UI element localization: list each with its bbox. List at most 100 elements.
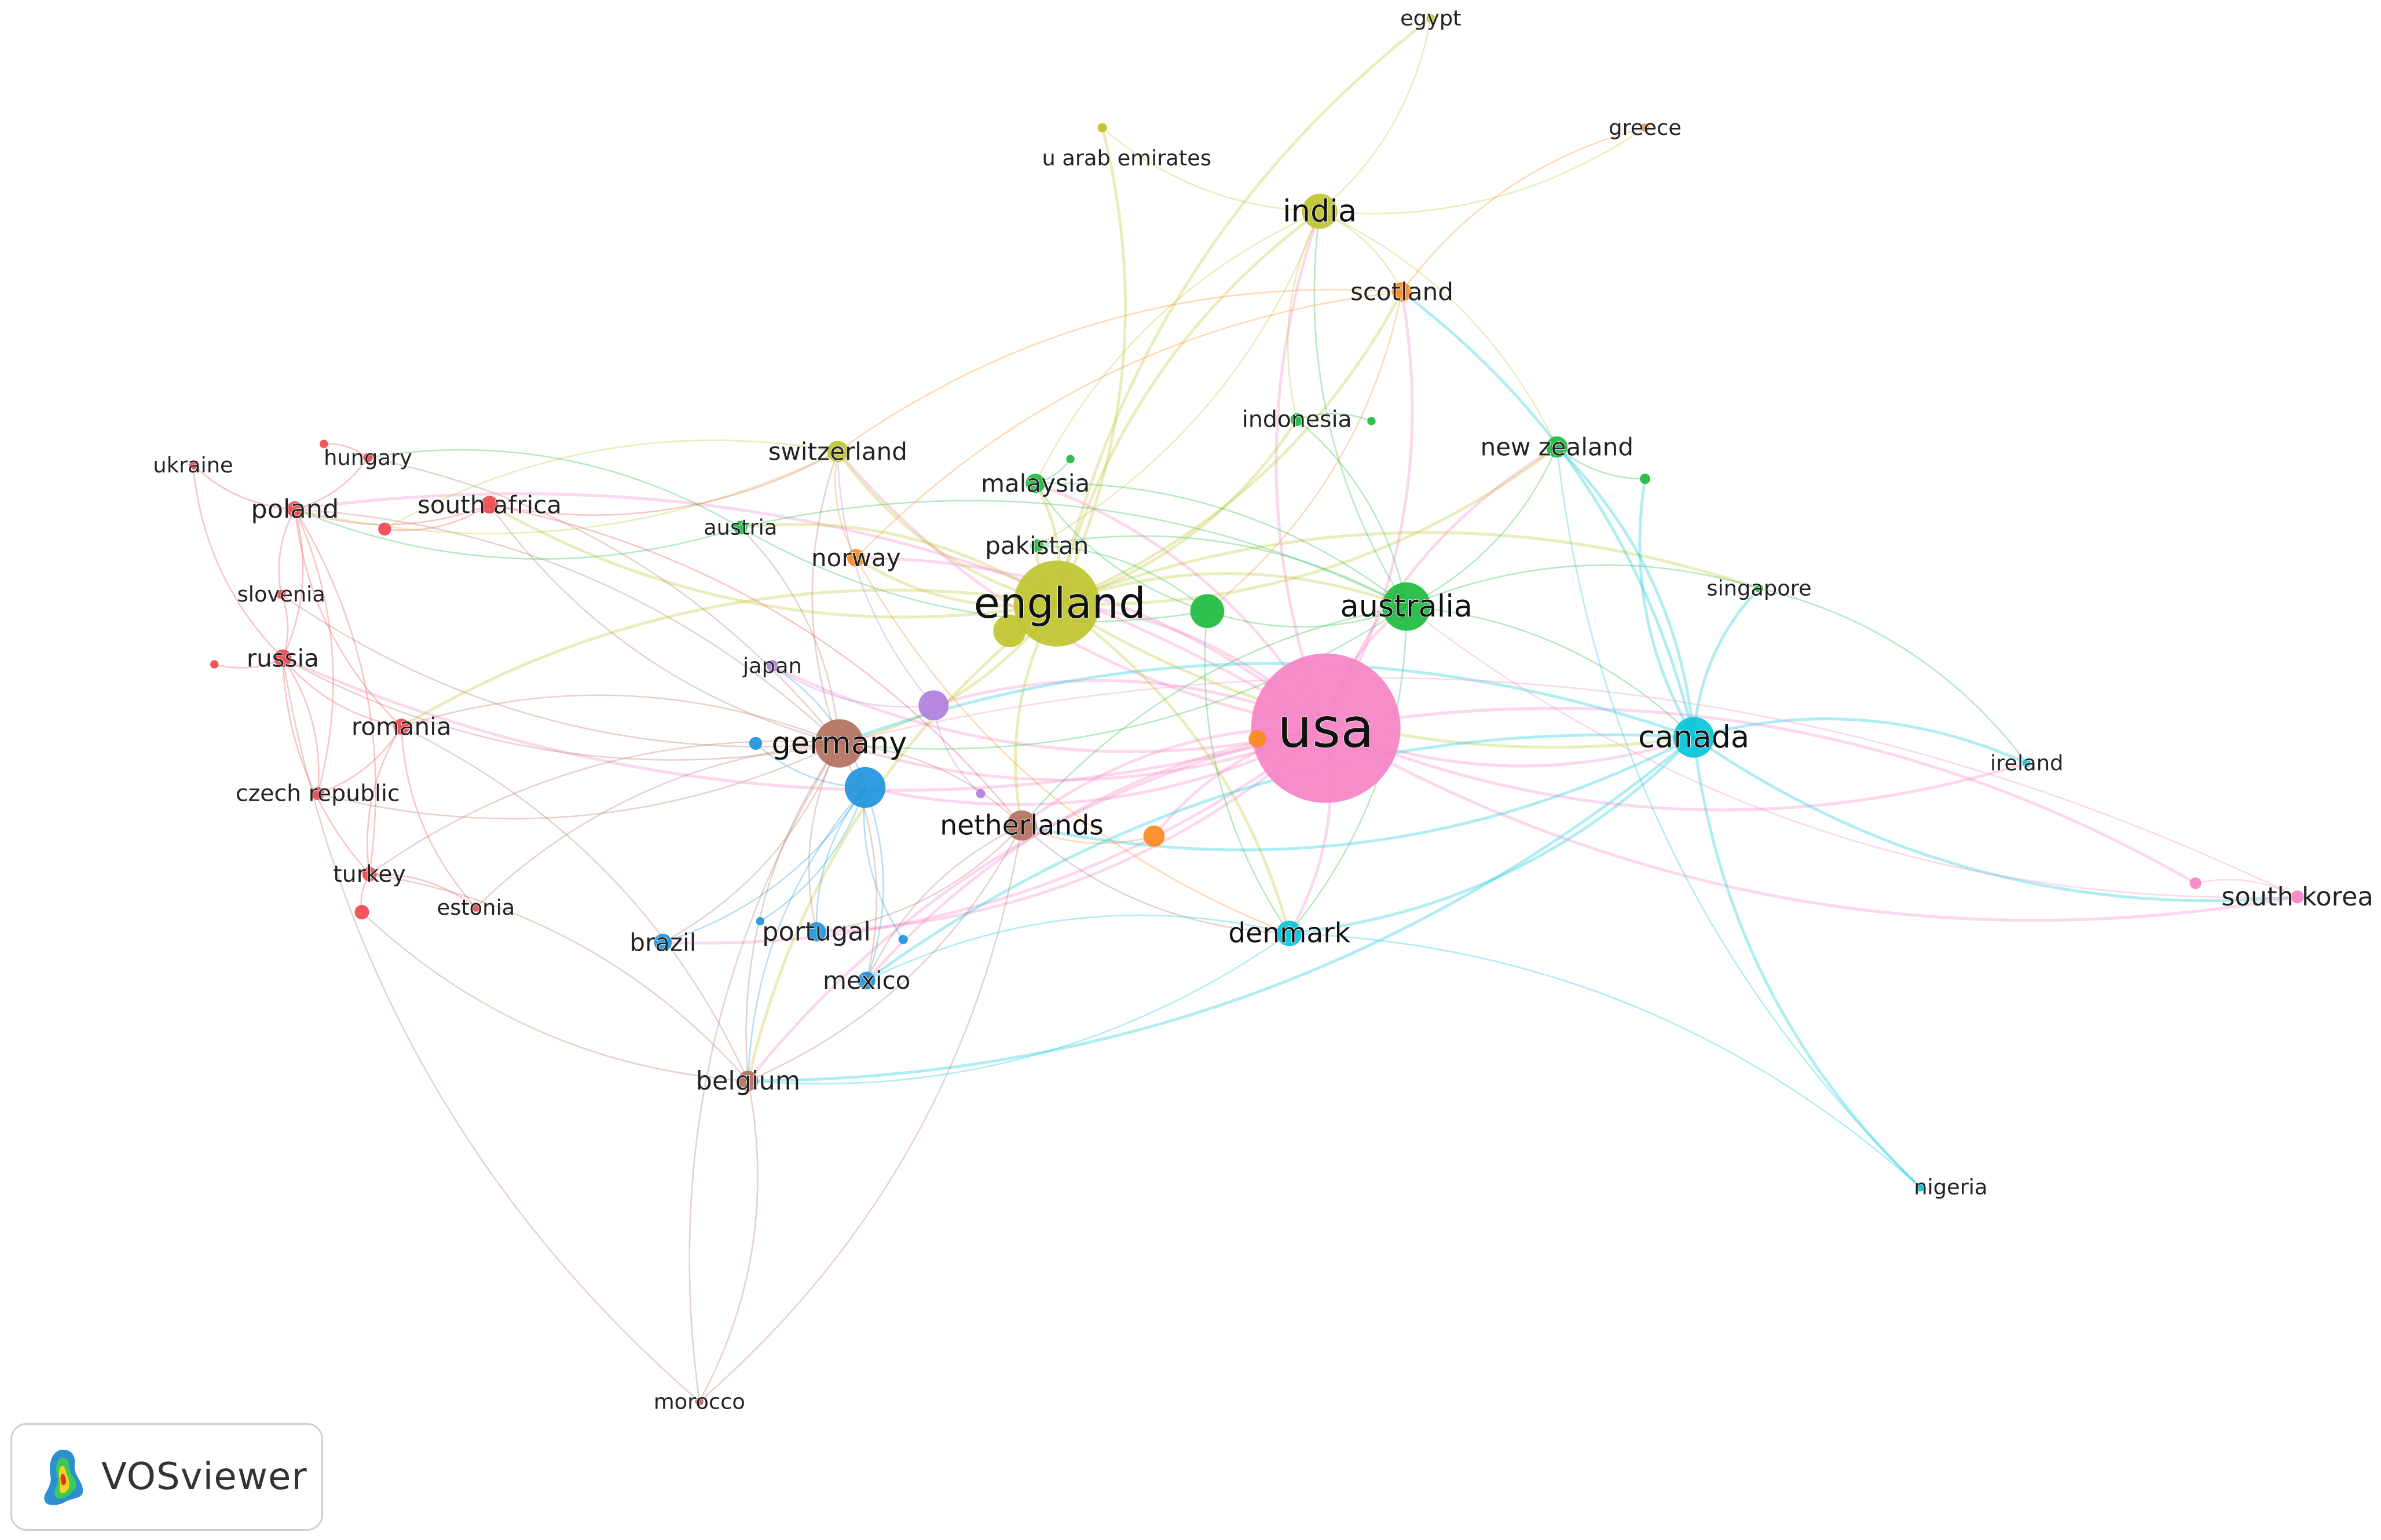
node-label-ukraine: ukraine <box>153 453 233 478</box>
link-netherlands-belgium <box>748 825 1023 1082</box>
node-blue-2[interactable] <box>749 736 763 750</box>
link-russia-romania <box>282 658 402 728</box>
node-yellow-eng2[interactable] <box>993 614 1026 647</box>
node-label-nigeria: nigeria <box>1914 1175 1987 1200</box>
node-russia[interactable] <box>274 649 292 668</box>
node-green-indo2[interactable] <box>1367 417 1376 426</box>
node-ukraine[interactable] <box>189 461 197 470</box>
node-usa[interactable] <box>1251 653 1401 803</box>
node-australia[interactable] <box>1382 582 1431 631</box>
link-usa-norway <box>856 556 1327 729</box>
node-england[interactable] <box>1013 560 1100 647</box>
node-malaysia[interactable] <box>1025 474 1045 493</box>
node-egypt[interactable] <box>1426 14 1435 23</box>
node-estonia[interactable] <box>471 903 481 912</box>
link-poland-ukraine <box>192 464 295 510</box>
node-austria[interactable] <box>733 520 748 534</box>
link-australia-indonesia <box>1296 419 1408 607</box>
node-label-russia: russia <box>247 644 319 672</box>
node-blue-3[interactable] <box>898 934 908 944</box>
node-mexico[interactable] <box>858 971 876 989</box>
link-green-hub-austria <box>740 527 1208 623</box>
node-label-usa: usa <box>1277 696 1374 760</box>
node-czech-republic[interactable] <box>311 787 324 800</box>
link-canada-ireland <box>1693 717 2028 765</box>
link-blue-hub-brazil <box>662 787 866 944</box>
node-poland[interactable] <box>287 501 303 518</box>
node-south-africa[interactable] <box>481 496 499 514</box>
link-green-hub-denmark <box>1204 611 1290 934</box>
link-england-singapore <box>1056 531 1760 605</box>
link-blue-hub-blue-4 <box>760 787 866 922</box>
node-romania[interactable] <box>393 718 410 735</box>
node-nigeria[interactable] <box>1916 1183 1925 1191</box>
link-switzerland-red-sa2 <box>384 439 838 530</box>
node-red-tr2[interactable] <box>354 905 369 919</box>
node-new-zealand[interactable] <box>1546 436 1568 458</box>
node-purple-2[interactable] <box>976 789 986 798</box>
node-japan[interactable] <box>766 660 778 672</box>
node-green-hub[interactable] <box>1190 594 1225 628</box>
link-canada-singapore <box>1692 587 1760 738</box>
link-india-malaysia <box>1035 210 1320 484</box>
node-label-south-korea: south korea <box>2221 882 2373 912</box>
link-austria-poland <box>294 508 741 560</box>
node-red-sa2[interactable] <box>378 522 391 536</box>
network-nodes <box>189 14 2304 1406</box>
node-india[interactable] <box>1302 193 1338 229</box>
link-usa-india <box>1274 211 1328 729</box>
node-south-korea[interactable] <box>2291 890 2304 904</box>
link-belgium-turkey <box>369 873 749 1081</box>
link-germany-czech-republic <box>317 742 840 820</box>
node-canada[interactable] <box>1673 717 1715 758</box>
link-south-africa-netherlands <box>489 504 1023 826</box>
node-scotland[interactable] <box>1392 282 1412 302</box>
link-germany-south-africa <box>489 504 840 745</box>
node-belgium[interactable] <box>738 1070 759 1091</box>
node-slovenia[interactable] <box>276 589 286 599</box>
node-green-mal2[interactable] <box>1066 454 1075 464</box>
node-morocco[interactable] <box>695 1397 704 1406</box>
link-england-romania <box>400 588 1057 728</box>
link-australia-malaysia <box>1035 482 1407 607</box>
node-red-ru2[interactable] <box>210 660 219 669</box>
link-usa-japan <box>771 664 1327 753</box>
node-germany[interactable] <box>815 719 864 768</box>
link-england-denmark <box>1056 602 1291 934</box>
node-norway[interactable] <box>847 549 865 567</box>
link-indonesia-green-indo2 <box>1296 413 1372 422</box>
node-ireland[interactable] <box>2022 758 2031 768</box>
node-label-denmark: denmark <box>1228 918 1350 949</box>
link-australia-new-zealand <box>1406 446 1558 607</box>
node-u-arab-emirates[interactable] <box>1098 123 1107 132</box>
node-greece[interactable] <box>1640 123 1650 132</box>
node-label-singapore: singapore <box>1706 576 1811 601</box>
node-orange-hub[interactable] <box>1143 825 1165 847</box>
node-orange-usa[interactable] <box>1248 729 1266 748</box>
link-singapore-ireland <box>1759 587 2028 764</box>
node-pink-2[interactable] <box>2189 877 2201 889</box>
node-green-nz2[interactable] <box>1640 474 1651 485</box>
link-new-zealand-green-nz2 <box>1556 446 1646 480</box>
node-netherlands[interactable] <box>1006 810 1037 841</box>
node-blue-hub[interactable] <box>844 767 886 808</box>
node-label-england: england <box>974 579 1146 628</box>
link-romania-turkey <box>367 726 402 875</box>
node-brazil[interactable] <box>654 933 672 952</box>
node-switzerland[interactable] <box>827 441 849 463</box>
node-singapore[interactable] <box>1755 584 1764 593</box>
node-indonesia[interactable] <box>1290 413 1304 426</box>
node-blue-4[interactable] <box>756 917 765 926</box>
link-usa-belgium <box>746 727 1327 1082</box>
node-turkey[interactable] <box>362 867 377 882</box>
node-purple-hub[interactable] <box>918 690 949 721</box>
node-red-hu2[interactable] <box>320 439 328 448</box>
link-russia-turkey <box>282 658 371 875</box>
link-denmark-mexico <box>866 914 1290 981</box>
node-denmark[interactable] <box>1276 921 1302 947</box>
link-scotland-norway <box>855 291 1402 559</box>
node-portugal[interactable] <box>807 922 826 942</box>
node-pakistan[interactable] <box>1030 539 1043 552</box>
node-hungary[interactable] <box>363 453 373 463</box>
